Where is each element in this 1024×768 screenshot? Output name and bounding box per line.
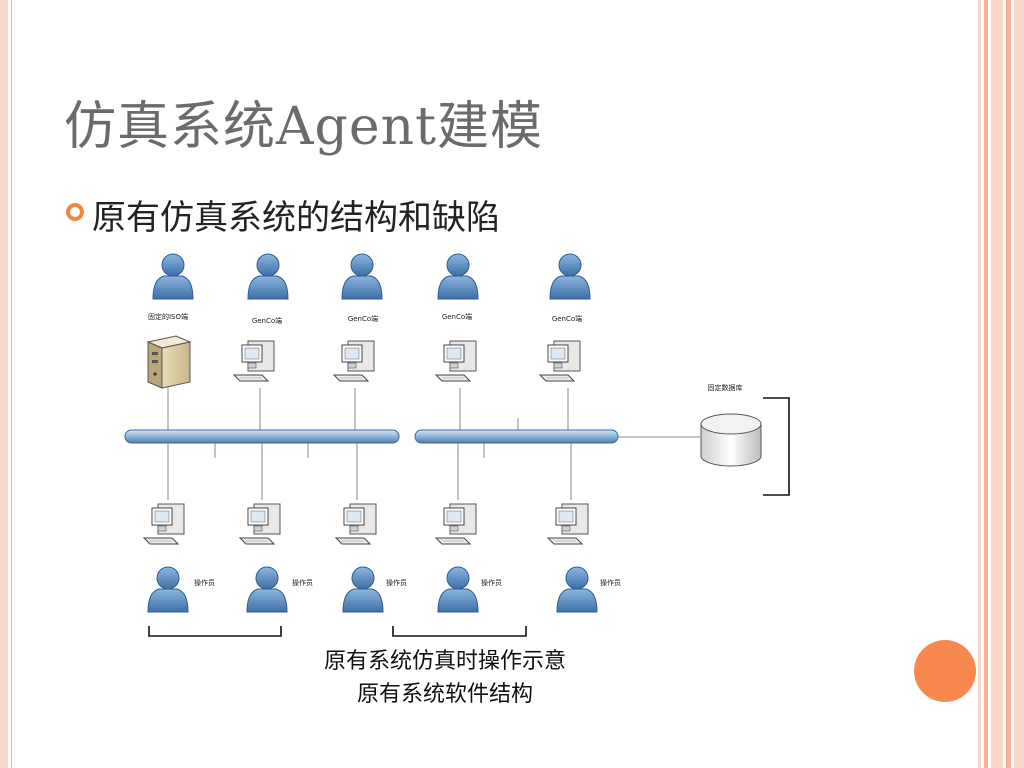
user-icon — [437, 253, 479, 300]
top-label: 固定的ISO端 — [148, 312, 188, 321]
pc-icon — [335, 503, 377, 545]
operator-label: 操作员 — [600, 578, 621, 587]
user-icon — [549, 253, 591, 300]
operator-label: 操作员 — [194, 578, 215, 587]
pc-icon — [333, 340, 375, 382]
operator-icon — [342, 566, 384, 613]
operator-label: 操作员 — [481, 578, 502, 587]
bullet-circle-icon — [66, 203, 84, 221]
left-frame-stripe — [0, 0, 12, 768]
pc-icon — [435, 340, 477, 382]
operator-label: 操作员 — [292, 578, 313, 587]
connector-lines — [167, 385, 700, 500]
database-icon — [700, 413, 762, 467]
operator-icon — [147, 566, 189, 613]
database-label: 固定数据库 — [708, 383, 743, 392]
user-icon — [341, 253, 383, 300]
server-icon — [146, 335, 192, 389]
top-label: GenCo端 — [552, 314, 582, 323]
user-icon — [152, 253, 194, 300]
pc-icon — [539, 340, 581, 382]
bracket-bottom-middle — [392, 626, 527, 637]
caption-line-2: 原有系统软件结构 — [356, 682, 533, 707]
decorative-circle — [914, 640, 976, 702]
pc-icon — [239, 503, 281, 545]
pc-icon — [143, 503, 185, 545]
pc-icon — [435, 503, 477, 545]
top-label: GenCo端 — [252, 316, 282, 325]
network-bus-right — [414, 429, 619, 444]
pc-icon — [233, 340, 275, 382]
network-bus-left — [124, 429, 400, 444]
operator-label: 操作员 — [386, 578, 407, 587]
operator-icon — [556, 566, 598, 613]
pc-icon — [547, 503, 589, 545]
bullet-text: 原有仿真系统的结构和缺陷 — [92, 198, 500, 238]
operator-icon — [437, 566, 479, 613]
bracket-right — [763, 397, 790, 496]
slide-title: 仿真系统Agent建模 — [64, 97, 544, 157]
right-frame-stripes — [978, 0, 1024, 768]
operator-icon — [246, 566, 288, 613]
bracket-bottom-left — [148, 626, 282, 637]
user-icon — [247, 253, 289, 300]
caption-line-1: 原有系统仿真时操作示意 — [323, 649, 566, 674]
top-label: GenCo端 — [442, 312, 472, 321]
top-label: GenCo端 — [348, 314, 378, 323]
